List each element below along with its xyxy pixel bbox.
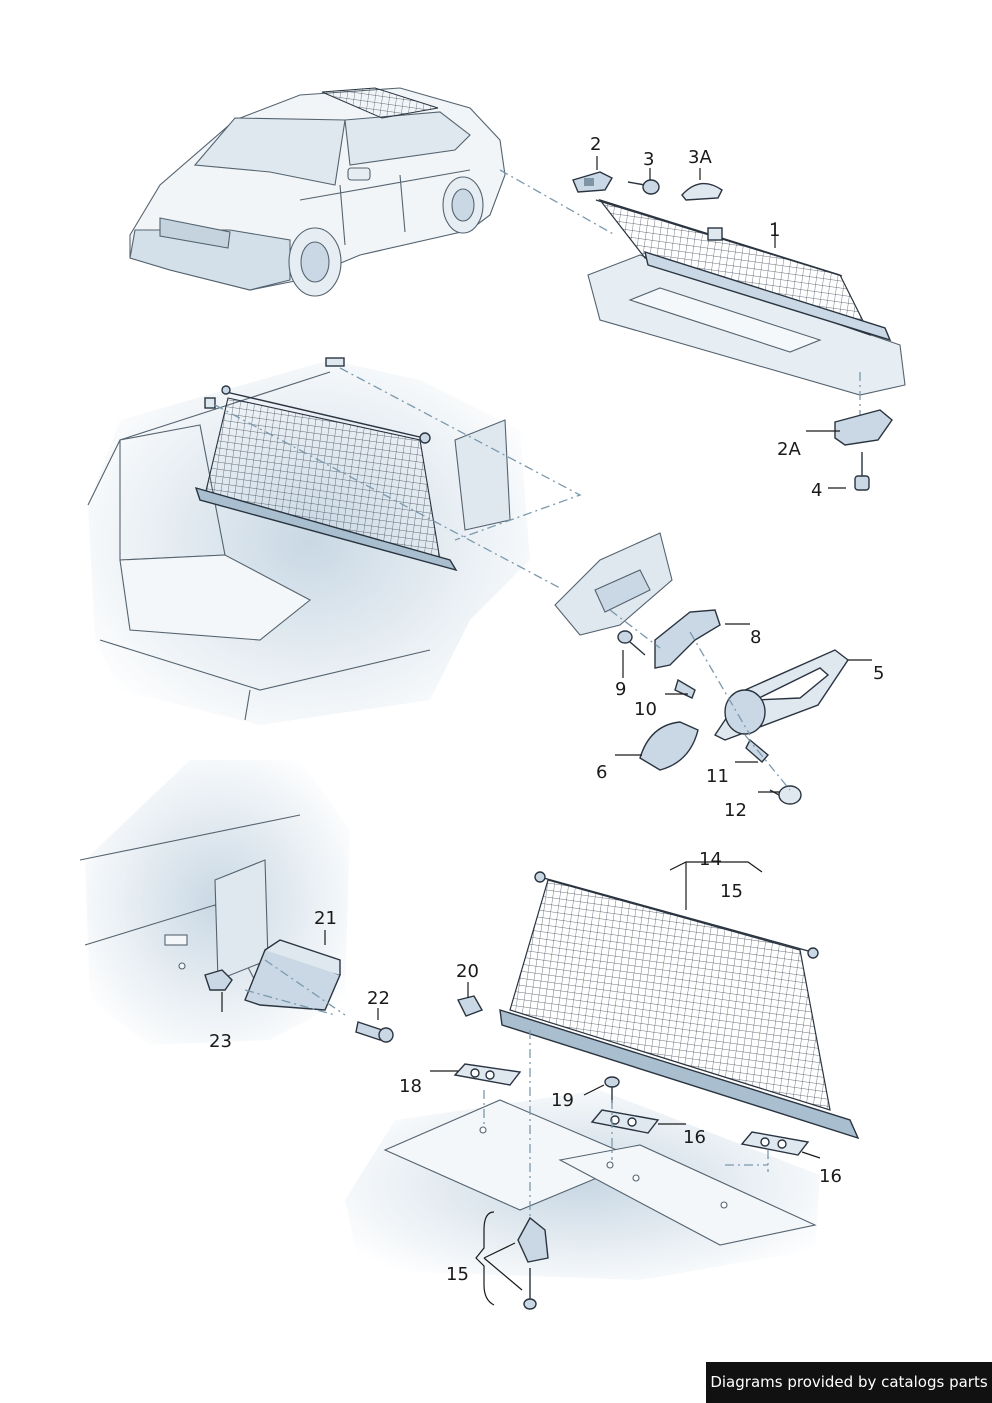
callout-10: 10 (634, 699, 657, 720)
callout-16-left: 16 (683, 1127, 706, 1148)
callout-3: 3 (643, 149, 654, 170)
callout-leaders (221, 156, 872, 1306)
callout-9: 9 (615, 679, 626, 700)
screw-part-3 (627, 179, 660, 195)
callout-19: 19 (551, 1090, 574, 1111)
callout-23: 23 (209, 1031, 232, 1052)
anchor-part-15-lower (517, 1216, 549, 1310)
cargo-net-part-1 (587, 198, 906, 396)
callout-2: 2 (590, 134, 601, 155)
bushing-part-20 (456, 995, 484, 1017)
sedan-car-illustration (129, 87, 506, 297)
callout-15-lower: 15 (446, 1264, 469, 1285)
callout-21: 21 (314, 908, 337, 929)
callout-8: 8 (750, 627, 761, 648)
callout-20: 20 (456, 961, 479, 982)
clip-part-23 (204, 969, 233, 991)
callout-15-upper: 15 (720, 881, 743, 902)
screw-part-10 (674, 678, 696, 699)
cap-part-3a (681, 182, 723, 201)
bracket-part-2a (834, 409, 893, 446)
plate-part-16-left (590, 1109, 660, 1134)
callout-14: 14 (699, 849, 722, 870)
callout-11: 11 (706, 766, 729, 787)
mount-block-illustration (554, 532, 673, 636)
callout-18: 18 (399, 1076, 422, 1097)
plug-part-12 (769, 785, 802, 805)
callout-16-right: 16 (819, 1166, 842, 1187)
callout-22: 22 (367, 988, 390, 1009)
estate-interior-illustration (87, 357, 530, 725)
plate-part-5 (713, 649, 849, 741)
cover-part-6 (639, 721, 699, 771)
screw-part-19 (604, 1076, 620, 1103)
plate-part-18 (453, 1063, 522, 1086)
cargo-floor-illustration (345, 1090, 820, 1280)
callout-6: 6 (596, 762, 607, 783)
callout-labels: 1 2 3 3A 2A 4 5 6 8 9 10 11 12 14 15 21 … (209, 134, 884, 1285)
roller-blind-part-14 (499, 871, 860, 1140)
screw-part-11 (745, 738, 769, 763)
callout-4: 4 (811, 480, 822, 501)
screw-part-9 (617, 630, 646, 656)
plate-part-16-right (740, 1131, 810, 1156)
bracket-part-8 (654, 609, 721, 669)
callout-5: 5 (873, 663, 884, 684)
callout-12: 12 (724, 800, 747, 821)
callout-2a: 2A (777, 439, 801, 460)
callout-3a: 3A (688, 147, 712, 168)
bracket-part-2 (572, 171, 613, 193)
footer-credit: Diagrams provided by catalogs parts (706, 1362, 992, 1403)
screw-part-22 (355, 1021, 394, 1043)
callout-1: 1 (769, 220, 780, 241)
screw-part-4 (854, 452, 870, 491)
